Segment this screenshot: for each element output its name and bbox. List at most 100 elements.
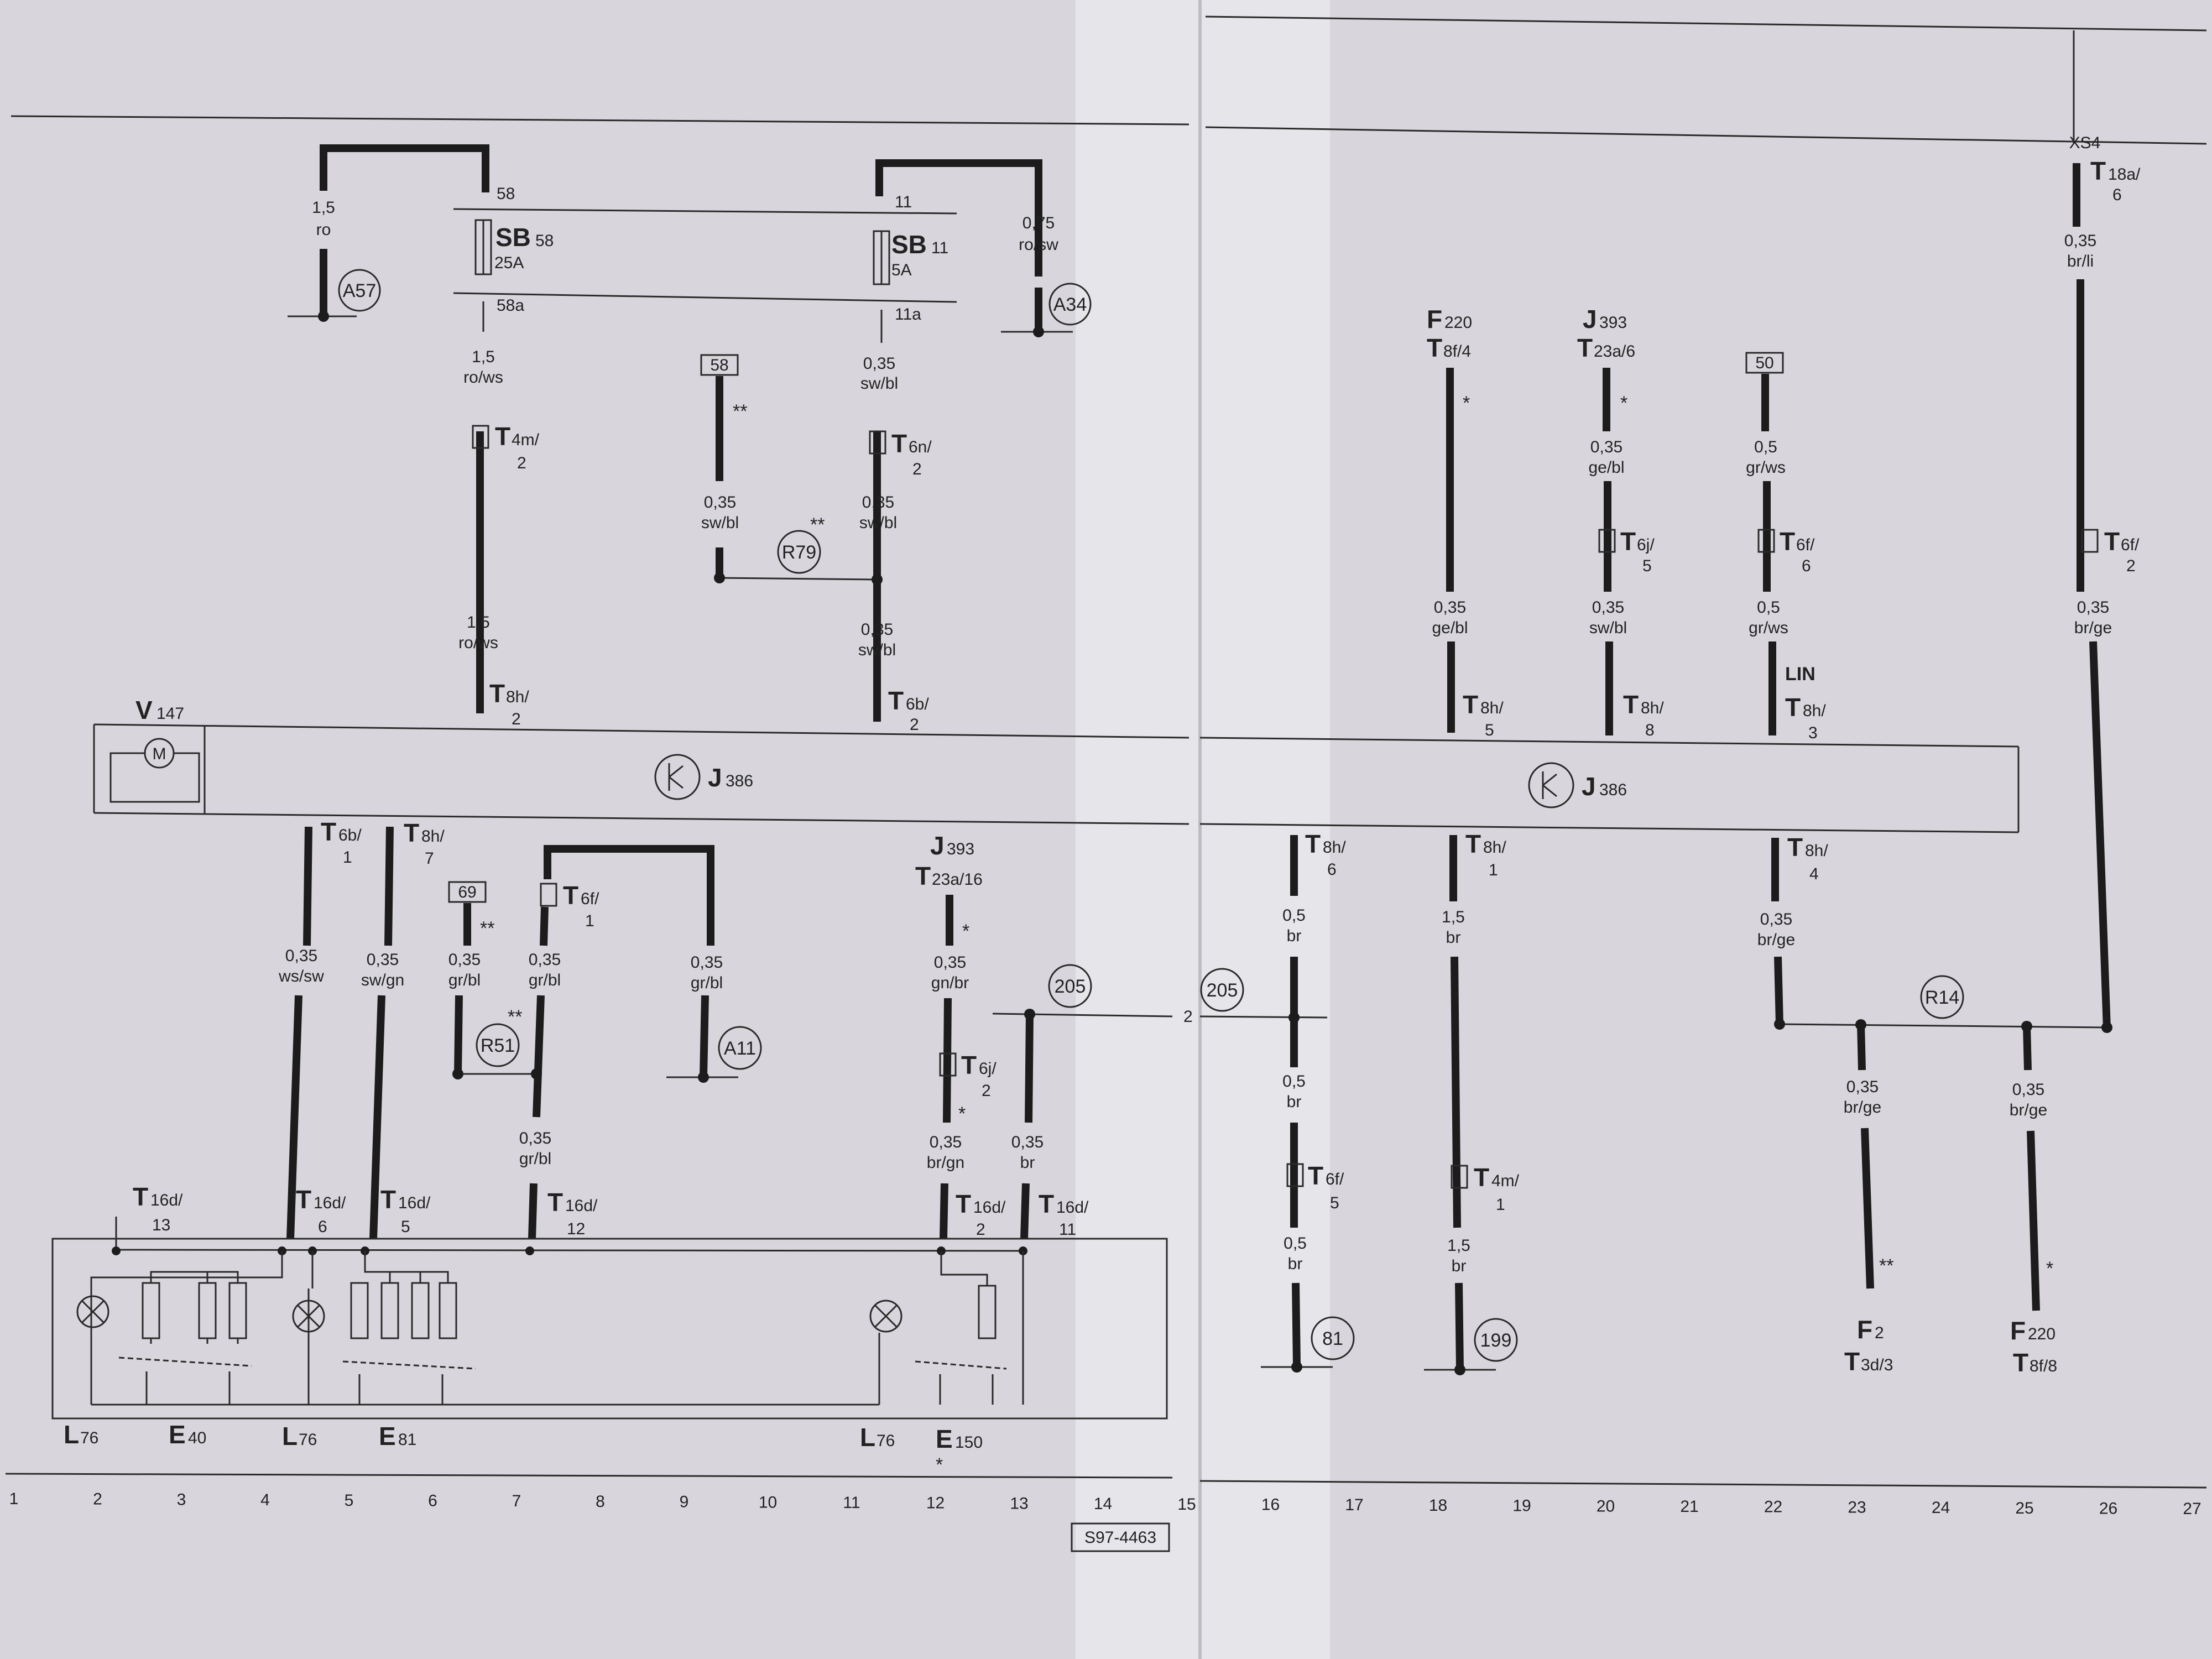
e150-main: E (936, 1425, 953, 1453)
connector-t6j2-symbol (939, 1052, 957, 1077)
conn-t6f5-pin: 5 (1330, 1194, 1339, 1212)
e150-switch-lever (915, 1360, 1007, 1370)
conn-t8h5-main: T (1463, 690, 1478, 719)
fuse-sb11-rating: 5A (891, 261, 912, 279)
e40-resistor-leads (150, 1338, 239, 1344)
switch-block-frame (51, 1238, 1168, 1420)
wire-t8h7-down (369, 995, 385, 1239)
grid-number-8: 8 (596, 1493, 605, 1511)
node-r79-right (872, 574, 883, 585)
conn-t8h6-sub: 8h/ (1323, 838, 1346, 857)
mark-j393-top: * (1620, 393, 1627, 414)
wire-t6f1-loop (544, 845, 714, 946)
conn-t16d12-pin: 12 (567, 1220, 585, 1238)
wire-size-sb11-mid: 0,35 (862, 493, 894, 512)
wire-color-sb58-j: ro/ws (458, 634, 498, 652)
conn-t16d12-main: T (547, 1188, 563, 1217)
node-r51-left (452, 1068, 463, 1079)
conn-t16d5-sub: 16d/ (398, 1194, 431, 1212)
wire-xs4-down (2089, 641, 2111, 1029)
wire-205-right-link (1199, 1015, 1328, 1019)
conn-t6f1-sub: 6f/ (581, 890, 599, 908)
conn-t6f2-sub: 6f/ (2121, 536, 2140, 554)
wire-color-a57: ro (316, 221, 331, 239)
wire-color-j393-bottom: gn/br (931, 974, 969, 992)
j393-top-conn: T (1577, 333, 1593, 362)
grid-number-1: 1 (9, 1490, 19, 1508)
grid-line-left (5, 1473, 1173, 1479)
wire-color-f2: br/ge (1844, 1098, 1881, 1117)
e150-sub: 150 (955, 1433, 983, 1452)
grid-number-21: 21 (1680, 1498, 1698, 1516)
mark-j393-bottom: * (962, 921, 969, 942)
lamp-l76b-symbol (292, 1300, 325, 1333)
e150-resistor-link (940, 1251, 988, 1286)
f220-bottom-sub: 220 (2028, 1325, 2056, 1343)
grid-number-10: 10 (759, 1493, 777, 1511)
conn-t4m1-pin: 1 (1496, 1196, 1505, 1214)
wire-f2-up (1857, 1024, 1866, 1071)
wire-t6j2-down (940, 1183, 948, 1239)
conn-t6f6-main: T (1780, 527, 1795, 556)
connector-t6f5-symbol (1286, 1163, 1304, 1187)
conn-t4m1-main: T (1474, 1163, 1489, 1192)
wire-size-j393-j: 0,35 (1592, 598, 1624, 617)
circle-199 (1474, 1318, 1518, 1362)
f220-top-conn: T (1427, 333, 1442, 362)
wire-205-to-t16d11 (1020, 1183, 1030, 1239)
wire-size-50-j: 0,5 (1757, 598, 1780, 617)
terminal-69-label: 69 (458, 883, 476, 901)
wire-size-t8h1-gnd: 1,5 (1447, 1237, 1470, 1255)
wire-205-down (1025, 1014, 1034, 1123)
wire-color-t8h1: br (1446, 928, 1461, 947)
wire-size-r51-down: 0,35 (519, 1129, 551, 1147)
xs4-label: XS4 (2069, 134, 2101, 152)
grid-number-16: 16 (1261, 1496, 1280, 1514)
wire-size-sb11-j: 0,35 (861, 620, 893, 639)
wire-t6f1-down (533, 995, 545, 1118)
wire-color-t8h7: sw/gn (361, 971, 404, 989)
e81-resistor-1 (350, 1282, 369, 1339)
lamp-l76c-cross (874, 1304, 898, 1328)
conn-t6j5-sub: 6j/ (1637, 536, 1655, 554)
e40-sub: 40 (188, 1429, 206, 1447)
wire-t8h6-gnd (1292, 1282, 1301, 1366)
connector-t6f1-symbol (540, 883, 557, 907)
conn-t16d6-sub: 16d/ (314, 1194, 346, 1212)
conn-t6j5-main: T (1620, 527, 1636, 556)
grid-number-4: 4 (260, 1491, 270, 1509)
wire-size-t8h6: 0,5 (1282, 906, 1306, 925)
e81-resistor-4 (439, 1282, 457, 1339)
doc-code: S97-4463 (1084, 1528, 1156, 1547)
mark-f220-b: * (2046, 1258, 2053, 1279)
fuse-sb11-sub: 11 (931, 239, 948, 257)
conn-t6j2-pin: 2 (982, 1082, 991, 1100)
conn-t6b1-main: T (321, 817, 336, 846)
circle-r51 (476, 1023, 520, 1067)
terminal-50-label: 50 (1755, 354, 1773, 372)
conn-t6f5-main: T (1308, 1161, 1323, 1190)
conn-t8h6-main: T (1305, 830, 1321, 858)
node-t16d12 (525, 1246, 534, 1255)
e81-resistor-link (364, 1251, 449, 1283)
j386-left-bottom-edge (93, 812, 1190, 825)
conn-t6b1-pin: 1 (343, 848, 352, 867)
fuse-sb11-pin-bottom: 11a (895, 305, 921, 324)
frame-line-top-left (11, 115, 1190, 126)
wire-color-sb58: ro/ws (463, 368, 503, 387)
wire-size-69: 0,35 (448, 951, 481, 969)
wire-size-sb58-j: 1,5 (467, 613, 490, 632)
conn-t8h2-main: T (489, 679, 505, 708)
conn-t8h4-sub: 8h/ (1805, 842, 1828, 860)
lamp-l76a-feed (90, 1251, 283, 1405)
conn-t16d5-pin: 5 (401, 1218, 410, 1236)
wire-color-f220-top: ge/bl (1432, 619, 1468, 637)
wire-size-t6j2: 0,35 (930, 1133, 962, 1151)
node-a57 (318, 311, 329, 322)
wire-color-t8h1-gnd: br (1452, 1257, 1467, 1275)
conn-t8h3-pin: 3 (1808, 724, 1818, 742)
wire-69-down (454, 995, 463, 1074)
fuse-sb11-label: SB (891, 230, 927, 259)
node-r14-4 (2101, 1022, 2112, 1033)
f2-conn: T (1844, 1347, 1860, 1376)
